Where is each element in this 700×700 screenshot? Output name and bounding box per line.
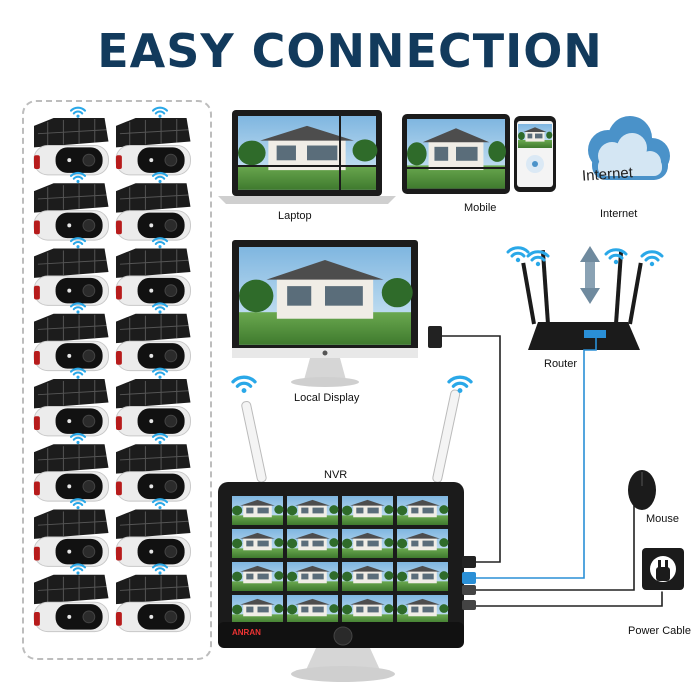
wifi-icon — [71, 108, 85, 118]
nvr-video-tile — [287, 595, 339, 624]
wifi-icon — [642, 252, 662, 266]
camera-icon — [116, 183, 190, 240]
hdmi-connector-icon — [428, 326, 442, 348]
camera-icon — [116, 575, 190, 632]
camera-icon — [116, 249, 190, 306]
monitor-icon — [232, 240, 418, 387]
router-label: Router — [544, 358, 577, 370]
nvr-video-tile — [342, 562, 394, 591]
camera-icon — [116, 444, 190, 501]
camera-icon — [34, 118, 108, 175]
camera-icon — [34, 183, 108, 240]
camera-icon — [116, 118, 190, 175]
nvr-brand-logo: ANRAN — [232, 628, 261, 637]
nvr-video-tile — [232, 529, 284, 558]
internet-label: Internet — [600, 208, 637, 220]
cloud-text: Internet — [581, 164, 633, 185]
camera-icon — [34, 379, 108, 436]
nvr-video-tile — [232, 595, 284, 624]
laptop-label: Laptop — [278, 210, 312, 222]
nvr-label: NVR — [324, 469, 347, 481]
mouse-icon — [628, 470, 656, 510]
arrow-updown-icon — [580, 246, 600, 304]
wifi-icon — [606, 250, 626, 264]
camera-icon — [34, 249, 108, 306]
laptop-icon — [218, 110, 396, 204]
nvr-video-tile — [397, 529, 449, 558]
power-outlet-icon — [642, 548, 684, 590]
nvr-video-tile — [287, 562, 339, 591]
local-display-label: Local Display — [294, 392, 359, 404]
camera-icon — [116, 314, 190, 371]
nvr-video-tile — [232, 562, 284, 591]
wifi-icon — [153, 108, 167, 118]
nvr-video-tile — [397, 496, 449, 525]
nvr-video-tile — [342, 529, 394, 558]
tablet-icon — [402, 114, 510, 194]
nvr-video-tile — [342, 496, 394, 525]
camera-icon — [116, 379, 190, 436]
wifi-icon — [508, 248, 528, 262]
camera-icon — [34, 444, 108, 501]
nvr-video-tile — [232, 496, 284, 525]
nvr-video-tile — [397, 562, 449, 591]
camera-icon — [34, 314, 108, 371]
camera-grid — [34, 108, 190, 632]
nvr-video-tile — [397, 595, 449, 624]
nvr-video-tile — [287, 529, 339, 558]
camera-icon — [34, 575, 108, 632]
camera-icon — [116, 510, 190, 567]
camera-icon — [34, 510, 108, 567]
phone-icon — [514, 116, 556, 192]
mobile-label: Mobile — [464, 202, 496, 214]
nvr-video-tile — [342, 595, 394, 624]
power-cable-label: Power Cable — [628, 625, 691, 637]
wifi-icon — [233, 377, 255, 393]
nvr-video-tile — [287, 496, 339, 525]
nvr-icon — [218, 482, 464, 682]
mouse-label: Mouse — [646, 513, 679, 525]
